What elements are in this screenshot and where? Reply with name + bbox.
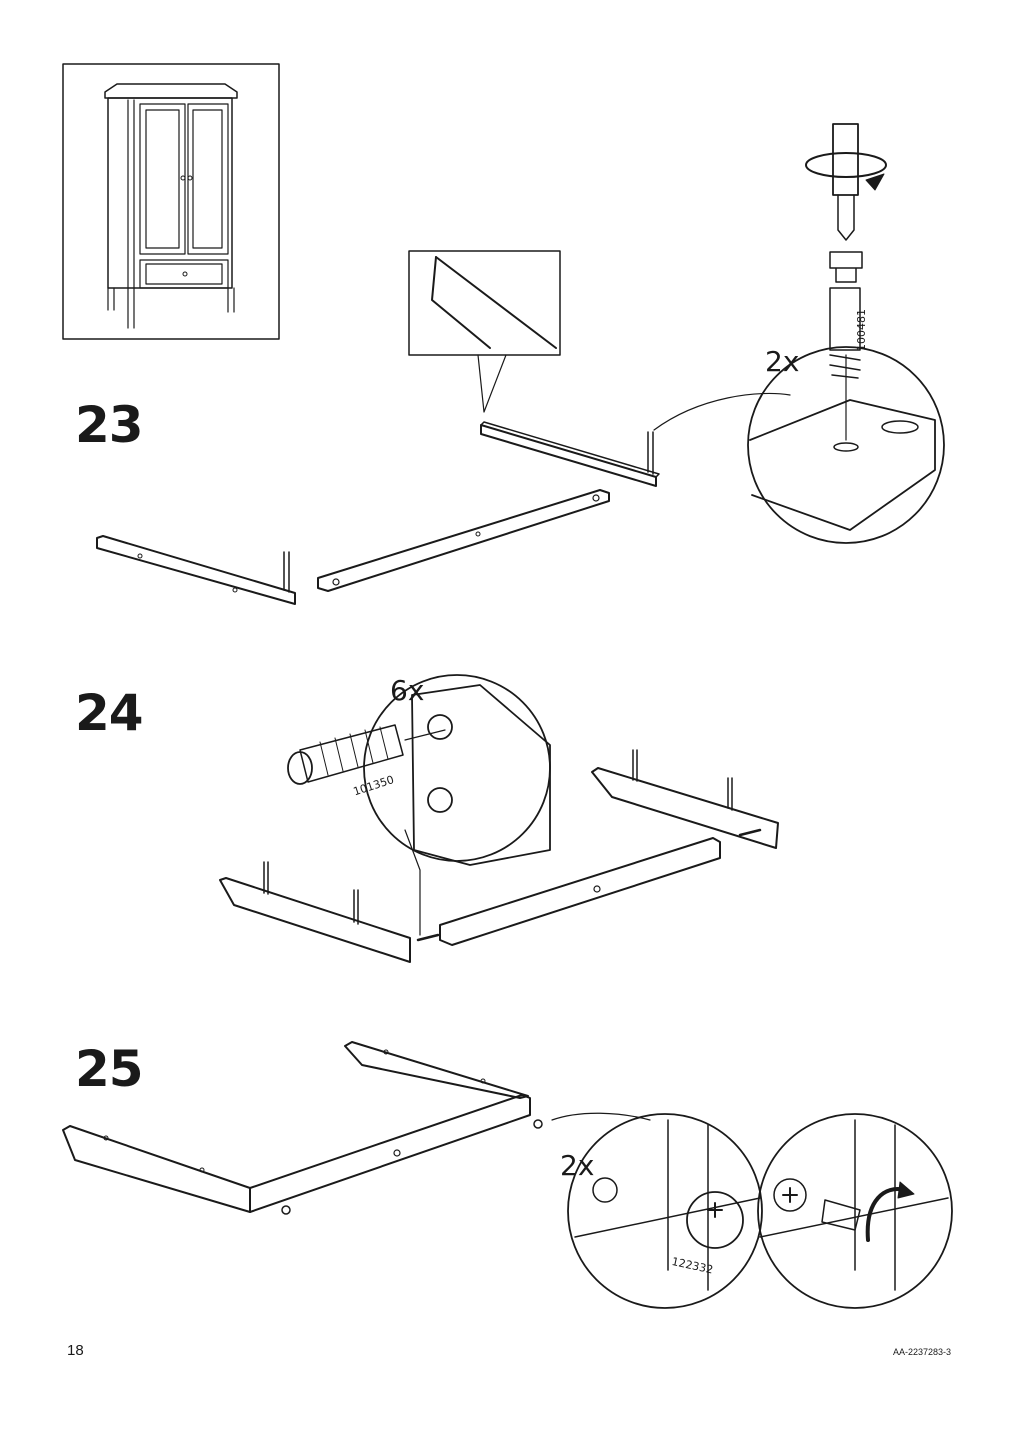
step-24-illustration	[219, 674, 779, 963]
step-number: 23	[75, 396, 144, 454]
page-number: 18	[67, 1342, 84, 1359]
step-number: 24	[75, 684, 144, 742]
quantity-label: 6x	[390, 674, 425, 707]
step-25-illustration	[62, 1041, 953, 1309]
wardrobe-thumbnail	[62, 63, 280, 340]
quantity-label: 2x	[560, 1149, 595, 1182]
document-code: AA-2237283-3	[893, 1347, 952, 1357]
part-number: 100481	[855, 309, 868, 351]
step-number: 25	[75, 1040, 144, 1098]
step-23-illustration	[96, 123, 945, 605]
quantity-label: 2x	[765, 345, 800, 378]
